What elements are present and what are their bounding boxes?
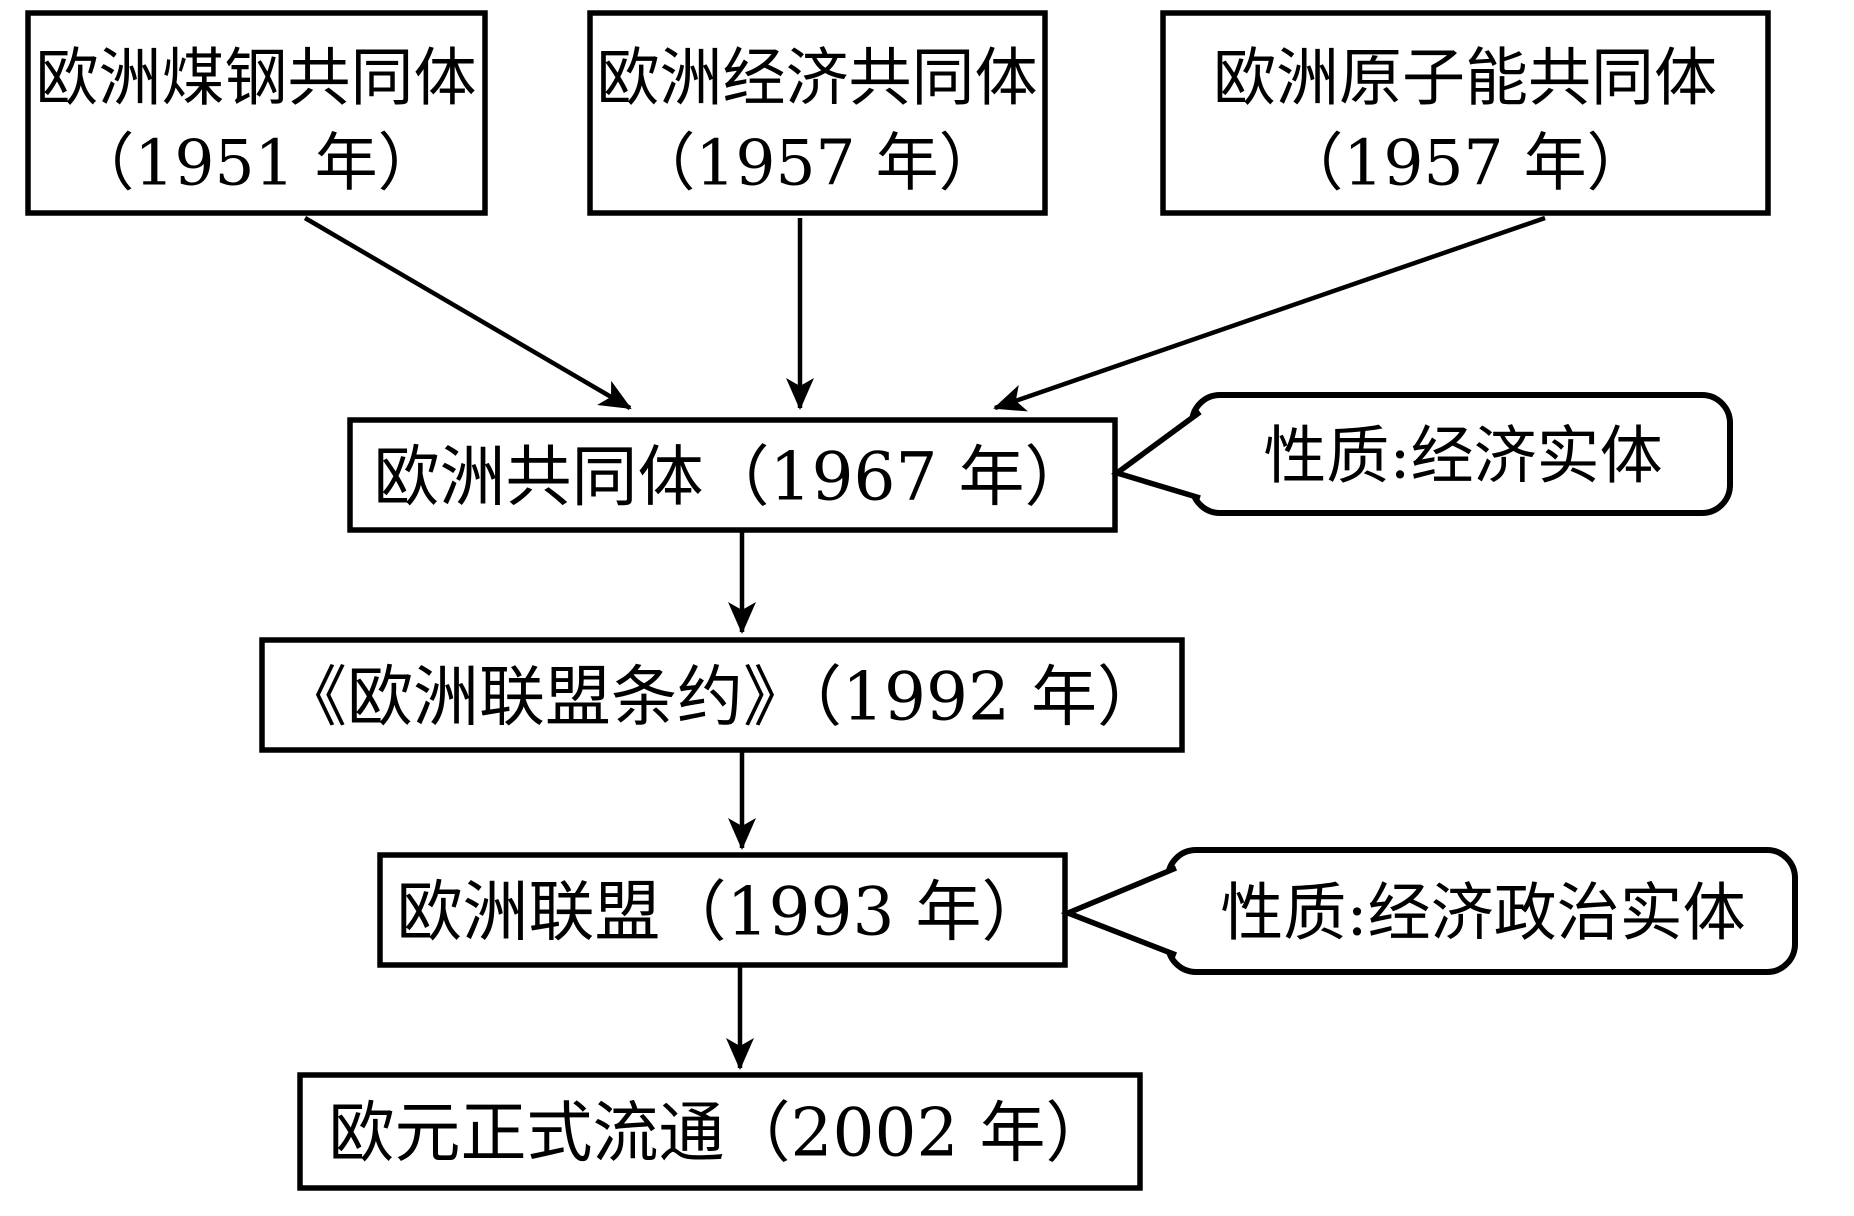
arrow-ecsc-to-ec: [303, 216, 632, 410]
node-euratom-box: [1160, 10, 1771, 216]
node-euro: 欧元正式流通（2002 年）: [297, 1072, 1143, 1191]
node-ec: 欧洲共同体（1967 年）: [347, 417, 1118, 533]
node-ec-box: [347, 417, 1118, 533]
node-treaty: 《欧洲联盟条约》（1992 年）: [259, 637, 1185, 753]
node-euratom-label: 欧洲原子能共同体: [1213, 42, 1717, 115]
node-eec-year: （1957 年）: [632, 127, 1001, 200]
node-treaty-box: [259, 637, 1185, 753]
node-eu-label: 欧洲联盟（1993 年）: [397, 874, 1048, 951]
node-ec-label: 欧洲共同体（1967 年）: [374, 439, 1091, 516]
node-eu-box: [377, 852, 1068, 968]
node-eec: 欧洲经济共同体 （1957 年）: [587, 10, 1048, 216]
callout-ec-nature-tail: [1110, 409, 1202, 501]
node-eec-label: 欧洲经济共同体: [597, 42, 1038, 115]
node-euratom: 欧洲原子能共同体 （1957 年）: [1160, 10, 1771, 216]
edge-arrows: [303, 215, 1546, 1070]
node-euro-label: 欧元正式流通（2002 年）: [329, 1095, 1112, 1172]
node-eec-box: [587, 10, 1048, 216]
node-ecsc-year: （1951 年）: [71, 127, 440, 200]
node-euro-box: [297, 1072, 1143, 1191]
callout-eu-nature-label: 性质:经济政治实体: [1220, 877, 1745, 950]
node-ecsc-box: [25, 10, 488, 216]
callout-ec-nature: 性质:经济实体: [1110, 392, 1733, 516]
callout-eu-nature-tail: [1060, 865, 1178, 958]
arrow-euratom-to-ec: [993, 215, 1546, 412]
callout-eu-nature: 性质:经济政治实体: [1060, 847, 1798, 975]
node-treaty-label: 《欧洲联盟条约》（1992 年）: [281, 659, 1163, 736]
node-ecsc-label: 欧洲煤钢共同体: [36, 42, 477, 115]
callout-ec-nature-label: 性质:经济实体: [1263, 420, 1662, 493]
node-euratom-year: （1957 年）: [1280, 127, 1649, 200]
node-eu: 欧洲联盟（1993 年）: [377, 852, 1068, 968]
node-ecsc: 欧洲煤钢共同体 （1951 年）: [25, 10, 488, 216]
